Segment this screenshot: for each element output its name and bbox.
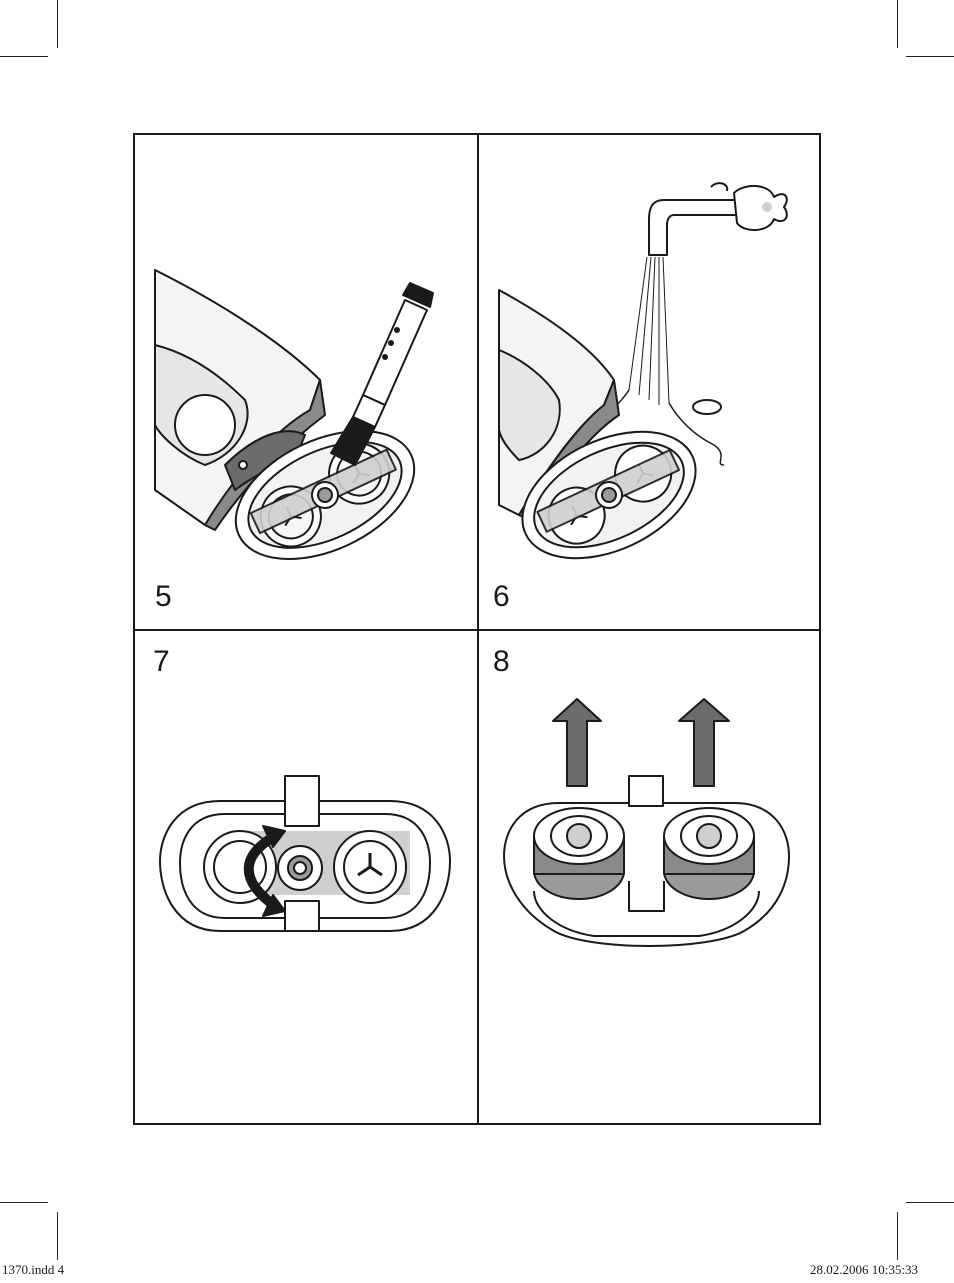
step-number-7: 7 xyxy=(153,645,170,679)
crop-mark-tl-h xyxy=(0,56,48,57)
crop-mark-tr-h xyxy=(906,56,954,57)
step-number-8: 8 xyxy=(493,645,510,679)
panel-step-6: 6 xyxy=(479,135,821,629)
footer-file-name: 1370.indd 4 xyxy=(2,1262,64,1278)
arrow-up-right xyxy=(679,699,729,786)
cutter-removal-illustration xyxy=(479,631,821,1125)
crop-mark-bl-v xyxy=(57,1212,58,1260)
panel-step-8: 8 xyxy=(479,631,821,1125)
illustration-grid: 5 xyxy=(133,133,821,1125)
crop-mark-br-v xyxy=(897,1212,898,1260)
step-number-5: 5 xyxy=(155,580,172,614)
crop-mark-tl-v xyxy=(57,0,58,48)
panel-step-7: 7 xyxy=(135,631,477,1125)
crop-mark-tr-v xyxy=(897,0,898,48)
crop-mark-br-h xyxy=(906,1202,954,1203)
arrow-up-left xyxy=(553,699,601,786)
crop-mark-bl-h xyxy=(0,1202,48,1203)
shaving-head-unlock-illustration xyxy=(135,631,477,1125)
shaver-brush-illustration xyxy=(135,135,477,629)
footer-timestamp: 28.02.2006 10:35:33 xyxy=(810,1262,918,1278)
panel-step-5: 5 xyxy=(135,135,477,629)
shaver-rinse-illustration xyxy=(479,135,821,629)
step-number-6: 6 xyxy=(493,580,510,614)
